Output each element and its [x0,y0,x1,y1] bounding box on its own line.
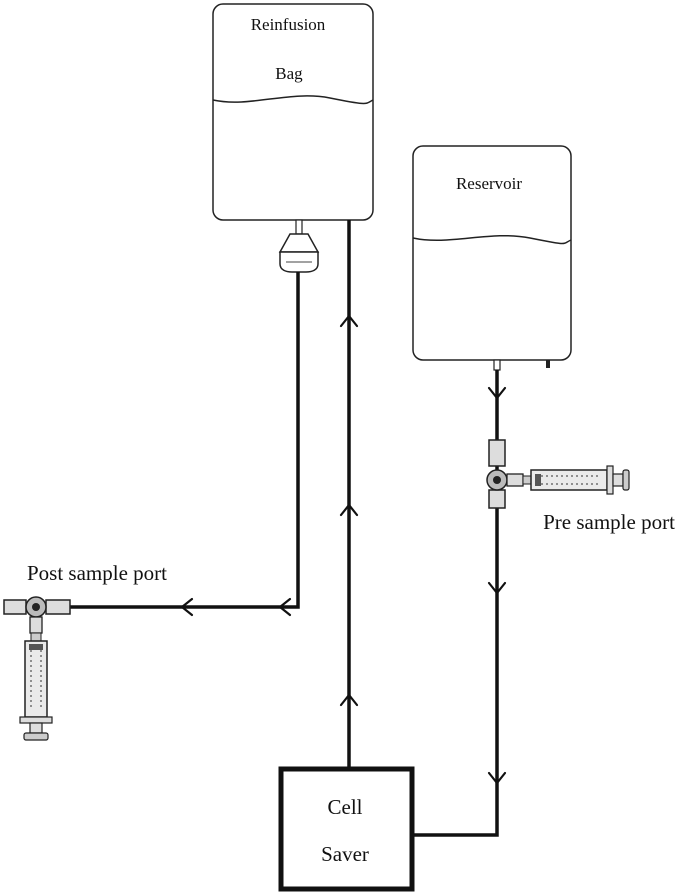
reservoir: Reservoir [412,145,572,371]
reservoir-to-cell-saver-line [413,370,499,837]
pre-sample-port-label: Pre sample port [543,510,675,534]
reinfusion-bag-label-line1: Reinfusion [251,15,326,34]
reinfusion-line [70,272,300,609]
reinfusion-bag-label-line2: Bag [275,64,303,83]
reservoir-fluid-level [412,235,572,245]
arrow-down-3 [487,771,507,785]
arrow-up-1 [339,314,359,328]
pre-sample-syringe [522,465,630,495]
arrow-down-1 [487,386,507,400]
arrow-down-2 [487,581,507,595]
post-sample-syringe [19,632,53,741]
pre-sample-port: Pre sample port [486,439,675,534]
tubing [70,220,499,837]
post-sample-port-label: Post sample port [27,561,167,585]
cell-saver: Cell Saver [278,766,415,892]
arrow-up-2 [339,503,359,517]
bag-spike-connector [278,219,320,273]
cell-saver-label-line1: Cell [328,795,363,819]
arrow-left-2 [180,597,194,617]
reinfusion-bag: Reinfusion Bag [212,3,374,221]
reservoir-label: Reservoir [456,174,522,193]
post-sample-port: Post sample port [3,561,167,741]
cell-saver-label-line2: Saver [321,842,369,866]
arrow-up-3 [339,693,359,707]
arrow-left-1 [278,597,292,617]
flow-arrows [180,314,507,785]
reinfusion-bag-fluid-level [212,95,374,105]
